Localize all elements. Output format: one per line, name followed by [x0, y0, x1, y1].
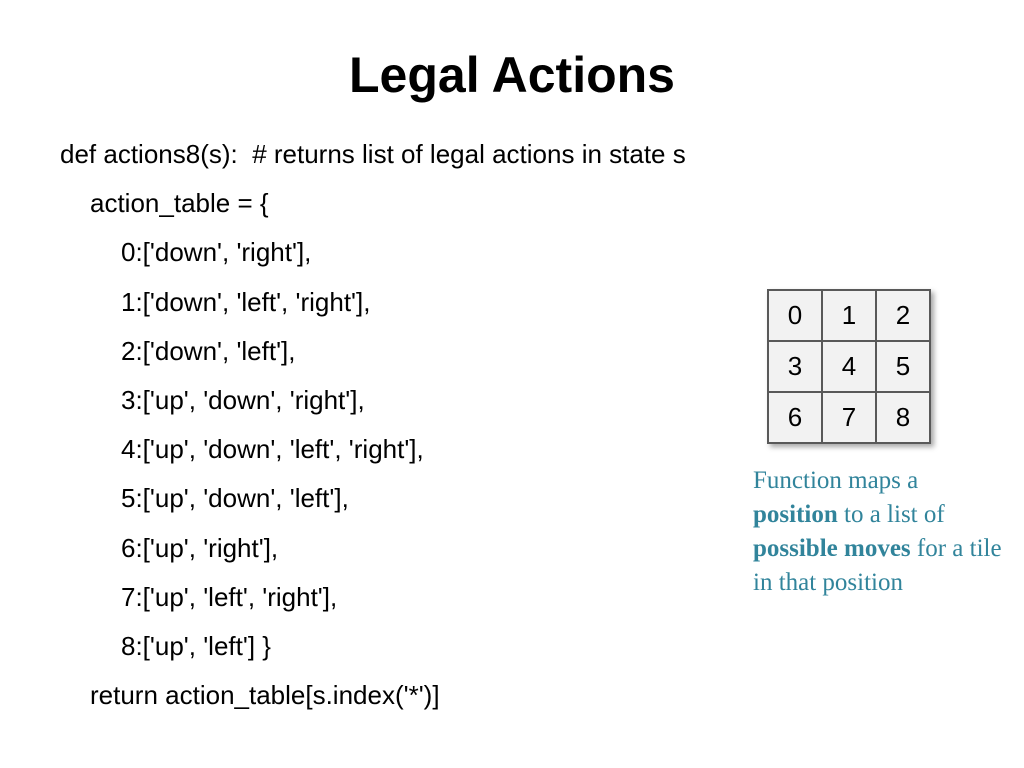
code-line: 1:['down', 'left', 'right'],: [121, 286, 371, 317]
code-line: return action_table[s.index('*')]: [90, 680, 440, 711]
code-line: 5:['up', 'down', 'left'],: [121, 483, 349, 514]
grid-cell: 2: [875, 289, 931, 342]
note-part: Function maps a: [753, 467, 919, 494]
code-line: 2:['down', 'left'],: [121, 335, 296, 366]
note-emphasis: possible moves: [753, 535, 911, 562]
code-line: 8:['up', 'left'] }: [121, 630, 271, 661]
note-text: Function maps a position to a list of po…: [753, 464, 1003, 600]
note-part: for a tile in that position: [753, 535, 1002, 596]
grid-row: 6 7 8: [767, 391, 931, 444]
grid-cell: 0: [767, 289, 823, 342]
note-emphasis: position: [753, 501, 838, 528]
grid-row: 0 1 2: [767, 289, 931, 342]
code-line: 0:['down', 'right'],: [121, 237, 312, 268]
puzzle-grid: 0 1 2 3 4 5 6 7 8: [767, 289, 931, 444]
grid-cell: 7: [821, 391, 877, 444]
grid-cell: 6: [767, 391, 823, 444]
slide-title: Legal Actions: [349, 47, 675, 103]
code-line: action_table = {: [90, 188, 269, 219]
grid-cell: 5: [875, 340, 931, 393]
grid-cell: 1: [821, 289, 877, 342]
grid-cell: 4: [821, 340, 877, 393]
code-line: def actions8(s): # returns list of legal…: [60, 139, 686, 169]
code-line: 4:['up', 'down', 'left', 'right'],: [121, 434, 424, 465]
grid-cell: 3: [767, 340, 823, 393]
grid-cell: 8: [875, 391, 931, 444]
code-block: def actions8(s): # returns list of legal…: [60, 130, 840, 720]
code-line: 7:['up', 'left', 'right'],: [121, 581, 338, 612]
grid-row: 3 4 5: [767, 340, 931, 393]
note-part: to a list of: [837, 501, 945, 528]
code-line: 6:['up', 'right'],: [121, 532, 279, 563]
code-line: 3:['up', 'down', 'right'],: [121, 384, 365, 415]
